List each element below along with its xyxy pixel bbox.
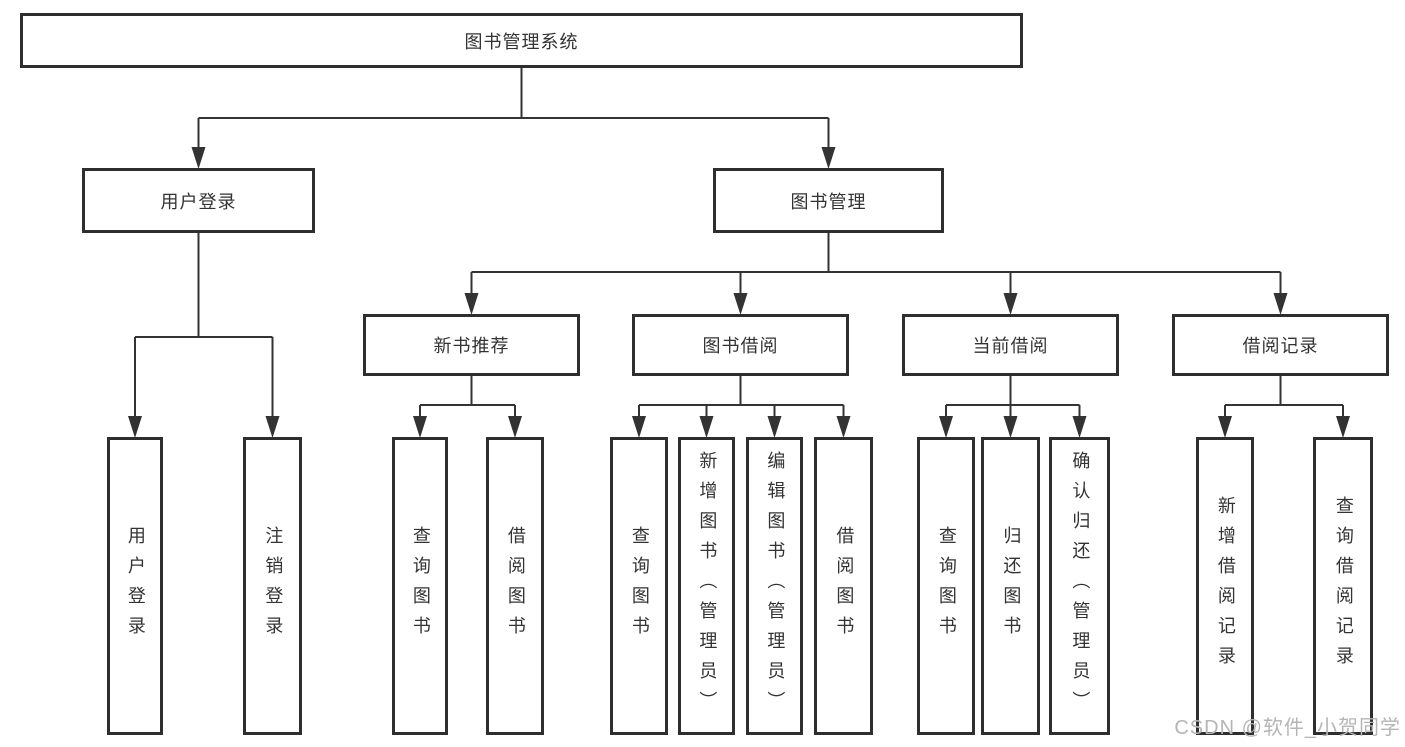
node-leaf-query-borrow-record: 查询借阅记录 [1313, 437, 1373, 735]
node-leaf-edit-book-admin: 编辑图书（管理员） [746, 437, 803, 735]
leaf-label: 新增借阅记录 [1215, 496, 1236, 676]
leaf-label: 查询借阅记录 [1333, 496, 1354, 676]
leaf-label: 用户登录 [125, 526, 146, 646]
node-leaf-query-book-1: 查询图书 [392, 437, 448, 735]
node-current-borrow: 当前借阅 [902, 314, 1119, 376]
node-user-login-module: 用户登录 [82, 168, 315, 233]
arrowheads [128, 147, 1350, 438]
leaf-label: 借阅图书 [505, 526, 526, 646]
leaf-label: 注销登录 [263, 526, 284, 646]
node-leaf-return-book: 归还图书 [981, 437, 1040, 735]
node-leaf-query-book-2: 查询图书 [610, 437, 668, 735]
node-book-management-module: 图书管理 [713, 168, 944, 233]
leaf-label: 归还图书 [1001, 526, 1022, 646]
leaf-label: 借阅图书 [834, 526, 855, 646]
leaf-label: 查询图书 [936, 526, 957, 646]
node-leaf-confirm-return-admin: 确认归还（管理员） [1049, 437, 1110, 735]
leaf-label: 查询图书 [410, 526, 431, 646]
leaf-label: 查询图书 [629, 526, 650, 646]
leaf-label: 确认归还（管理员） [1070, 451, 1091, 721]
node-book-borrow: 图书借阅 [632, 314, 849, 376]
node-borrow-records: 借阅记录 [1172, 314, 1389, 376]
node-leaf-query-book-3: 查询图书 [917, 437, 975, 735]
leaf-label: 编辑图书（管理员） [765, 451, 786, 721]
node-leaf-user-login: 用户登录 [107, 437, 163, 735]
node-root: 图书管理系统 [20, 13, 1023, 68]
node-leaf-borrow-book-2: 借阅图书 [814, 437, 873, 735]
node-leaf-borrow-book-1: 借阅图书 [486, 437, 544, 735]
node-leaf-add-book-admin: 新增图书（管理员） [678, 437, 735, 735]
csdn-watermark: CSDN @软件_小贺同学 [1174, 717, 1401, 739]
node-leaf-logout: 注销登录 [243, 437, 302, 735]
node-new-book-recommend: 新书推荐 [363, 314, 580, 376]
node-leaf-add-borrow-record: 新增借阅记录 [1196, 437, 1254, 735]
leaf-label: 新增图书（管理员） [697, 451, 718, 721]
